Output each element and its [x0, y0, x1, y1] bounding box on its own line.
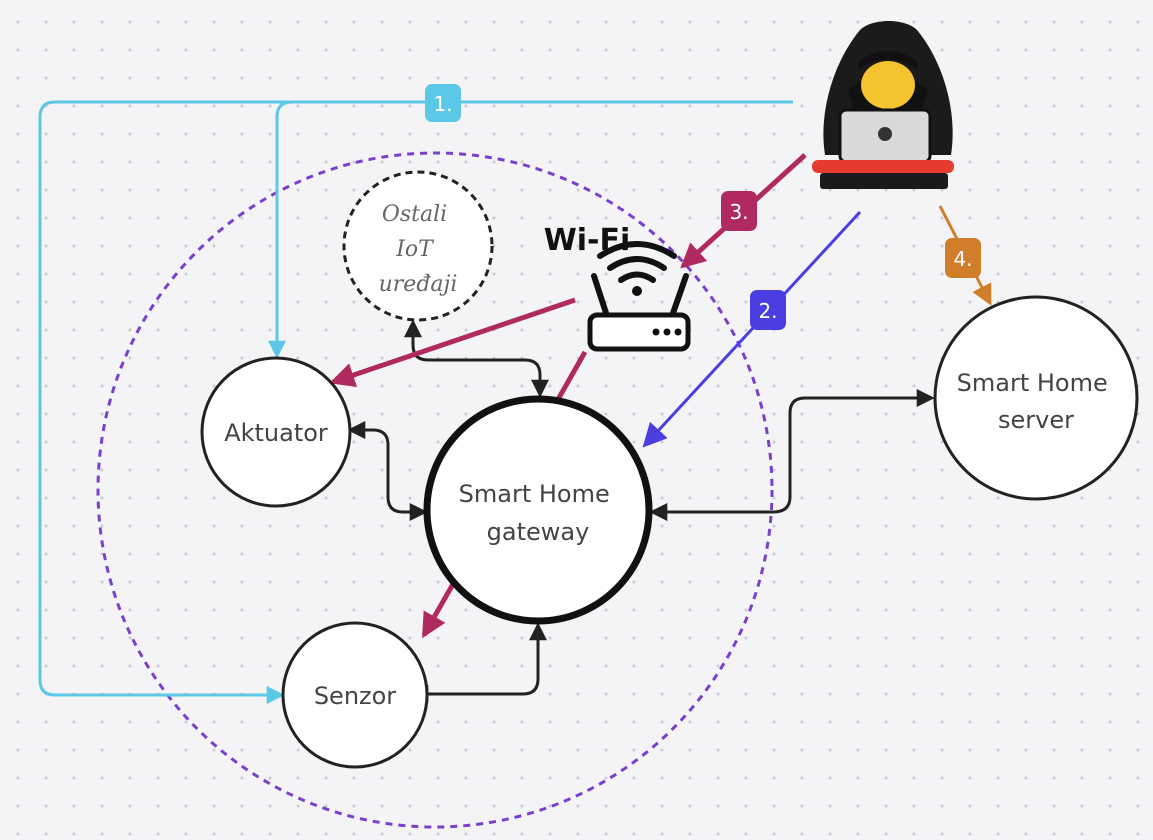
gateway-line-2: gateway [487, 518, 590, 546]
step-1-badge: 1. [425, 84, 461, 122]
wifi-router-icon [587, 241, 691, 352]
gateway-line-1: Smart Home [459, 480, 610, 508]
step-2-badge-label: 2. [758, 299, 777, 323]
aktuator-label: Aktuator [224, 419, 328, 447]
link-gateway-server [649, 389, 935, 521]
step1-path-senzor [38, 100, 793, 704]
node-senzor: Senzor [281, 621, 429, 769]
step-3-badge: 3. [721, 191, 757, 231]
step3-router-aktuator [329, 297, 576, 388]
step-4-badge: 4. [945, 238, 981, 278]
link-aktuator-gateway [347, 421, 428, 521]
ostali-line-3: uređaji [379, 272, 458, 297]
hooded-hacker-laptop-icon [812, 21, 954, 189]
node-ostali-iot: Ostali IoT uređaji [342, 170, 494, 322]
step-1-badge-label: 1. [433, 92, 452, 116]
step-3-badge-label: 3. [729, 200, 748, 224]
step-1-badge-bg [425, 84, 461, 122]
step-4-badge-label: 4. [953, 247, 972, 271]
node-server: Smart Home server [933, 295, 1139, 501]
step-3-badge-bg [721, 191, 757, 231]
link-ostali-gateway [404, 319, 549, 398]
node-gateway: Smart Home gateway [423, 395, 653, 625]
step-2-badge-bg [750, 290, 786, 330]
server-line-2: server [998, 406, 1074, 434]
node-aktuator: Aktuator [200, 356, 352, 508]
server-line-1: Smart Home [957, 369, 1108, 397]
step-2-badge: 2. [750, 290, 786, 330]
senzor-label: Senzor [314, 682, 396, 710]
svg-text:Smart Home gateway: Smart Home gateway [459, 480, 618, 546]
ostali-line-2: IoT [395, 237, 435, 262]
svg-text:Smart Home server: Smart Home server [957, 369, 1116, 434]
svg-text:Ostali IoT uređaji: Ostali IoT uređaji [379, 202, 458, 297]
wifi-label: Wi-Fi [544, 223, 631, 258]
step-4-badge-bg [945, 238, 981, 278]
ostali-line-1: Ostali [382, 202, 447, 227]
link-senzor-gateway [410, 622, 547, 703]
step2-attacker-gateway [642, 210, 862, 448]
